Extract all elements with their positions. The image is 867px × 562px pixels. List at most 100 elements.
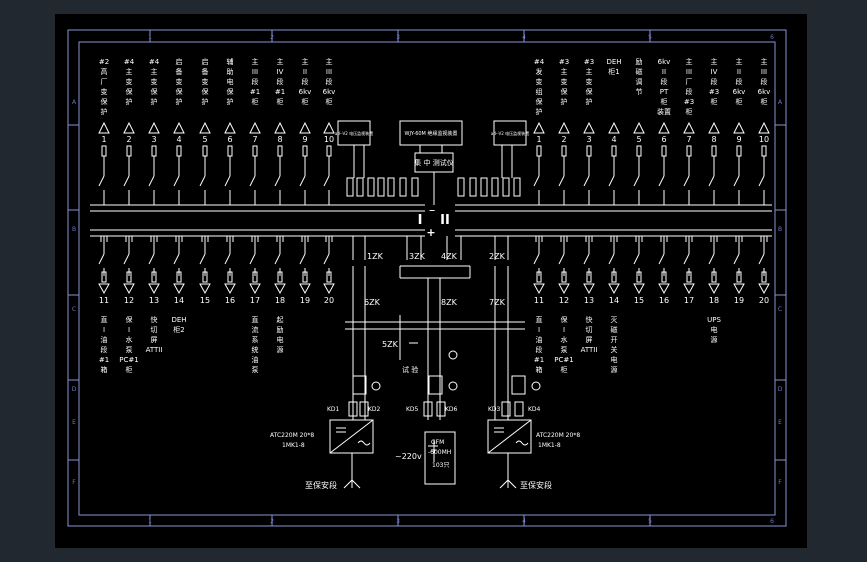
feeder-number: 10 xyxy=(759,135,769,144)
kd6-label: KD6 xyxy=(445,406,458,413)
fuse xyxy=(399,177,407,197)
upper-feeder: 2 xyxy=(558,121,570,242)
upper-feeder: 1 xyxy=(98,121,110,242)
feeder-number: 12 xyxy=(124,296,134,305)
feeder-number: 5 xyxy=(202,135,207,144)
col-number: 3 xyxy=(396,518,400,525)
row-letter: F xyxy=(778,479,782,486)
fuse xyxy=(346,177,354,197)
upper-feeder: 8 xyxy=(708,121,720,242)
feeder-number: 1 xyxy=(536,135,541,144)
feeder-number: 17 xyxy=(684,296,694,305)
feeder-number: 14 xyxy=(609,296,619,305)
fuse xyxy=(356,177,364,197)
feeder-number: 6 xyxy=(661,135,666,144)
top-feeder-label: 启备变保护 xyxy=(176,57,183,106)
lower-feeder: 16 xyxy=(224,236,236,305)
feeder-number: 12 xyxy=(559,296,569,305)
fuse xyxy=(367,177,375,197)
feed-right-label: 至保安段 xyxy=(520,480,552,490)
col-number: 5 xyxy=(648,34,652,41)
top-feeder-label: 辅助电保护 xyxy=(227,57,234,106)
lower-feeder: 12 xyxy=(123,236,135,305)
bus-minus-label: − xyxy=(429,206,436,215)
bus-plus-label: + xyxy=(426,226,435,239)
lower-feeder: 13 xyxy=(148,236,160,305)
battery-type: GFM xyxy=(431,439,444,446)
col-number: 6 xyxy=(770,518,774,525)
monitor-right-label: ad--V2 电压监视装置 xyxy=(491,130,529,136)
lower-feeder: 17 xyxy=(249,236,261,305)
col-number: 3 xyxy=(396,34,400,41)
frame-row-letters: A B C D E F A B C D E F xyxy=(72,99,783,486)
feeder-number: 9 xyxy=(736,135,741,144)
lower-feeder: 16 xyxy=(658,236,670,305)
feeder-number: 2 xyxy=(126,135,131,144)
voltage-monitor-right xyxy=(493,120,527,146)
row-letter: E xyxy=(72,419,76,426)
upper-feeder: 7 xyxy=(249,121,261,242)
upper-feeder: 6 xyxy=(224,121,236,242)
kd2-label: KD2 xyxy=(368,406,381,413)
lower-feeder: 12 xyxy=(558,236,570,305)
feeder-number: 7 xyxy=(686,135,691,144)
col-number: 6 xyxy=(770,34,774,41)
feeder-number: 6 xyxy=(227,135,232,144)
bus-II-label: II xyxy=(440,213,450,228)
lower-feeder: 18 xyxy=(274,236,286,305)
fuse xyxy=(469,177,477,197)
feeder-number: 8 xyxy=(711,135,716,144)
top-feeder-label: 启备变保护 xyxy=(202,57,209,106)
feeder-number: 7 xyxy=(252,135,257,144)
fuse xyxy=(457,177,465,197)
upper-feeder: 9 xyxy=(299,121,311,242)
row-letter: D xyxy=(72,386,77,393)
upper-feeder: 4 xyxy=(173,121,185,242)
charger-right-sub: 1MK1-8 xyxy=(538,442,561,449)
row-letter: E xyxy=(778,419,782,426)
switch-1zk: 1ZK xyxy=(367,252,384,261)
kd4-label: KD4 xyxy=(528,406,541,413)
switch-6zk: 6ZK xyxy=(364,298,381,307)
col-number: 4 xyxy=(522,518,526,525)
feeder-number: 16 xyxy=(225,296,235,305)
monitor-mid-label: WJY-60M 绝缘监视装置 xyxy=(405,130,458,137)
feeder-number: 3 xyxy=(151,135,156,144)
charger-circuit-labels: 1ZK 3ZK 4ZK 2ZK 6ZK 8ZK 7ZK 5ZK 试 验 KD1 … xyxy=(270,252,580,490)
switch-8zk: 8ZK xyxy=(441,298,458,307)
kd5-label: KD5 xyxy=(406,406,419,413)
kd1-label: KD1 xyxy=(327,406,340,413)
charger-left-model: ATC220M 20*8 xyxy=(270,432,314,439)
fuse xyxy=(387,177,395,197)
upper-feeder: 10 xyxy=(758,121,770,242)
kd3-label: KD3 xyxy=(488,406,501,413)
feeder-number: 20 xyxy=(759,296,769,305)
lower-feeder: 19 xyxy=(733,236,745,305)
feeder-number: 19 xyxy=(300,296,310,305)
row-letter: C xyxy=(72,306,76,313)
lower-feeder: 15 xyxy=(633,236,645,305)
feeder-number: 9 xyxy=(302,135,307,144)
lower-feeder: 17 xyxy=(683,236,695,305)
ac-voltage-label: ~220v xyxy=(395,452,422,461)
lower-feeder: 14 xyxy=(173,236,185,305)
feeder-number: 5 xyxy=(636,135,641,144)
top-feeder-label: 励磁调节 xyxy=(636,58,643,96)
monitor-labels: ad--V2 电压监视装置 WJY-60M 绝缘监视装置 ad--V2 电压监视… xyxy=(335,130,529,167)
feeder-number: 2 xyxy=(561,135,566,144)
charger-circuit xyxy=(329,236,541,489)
upper-feeder: 4 xyxy=(608,121,620,242)
charger-right-model: ATC220M 20*8 xyxy=(536,432,580,439)
feeder-number: 10 xyxy=(324,135,334,144)
lower-feeder: 13 xyxy=(583,236,595,305)
